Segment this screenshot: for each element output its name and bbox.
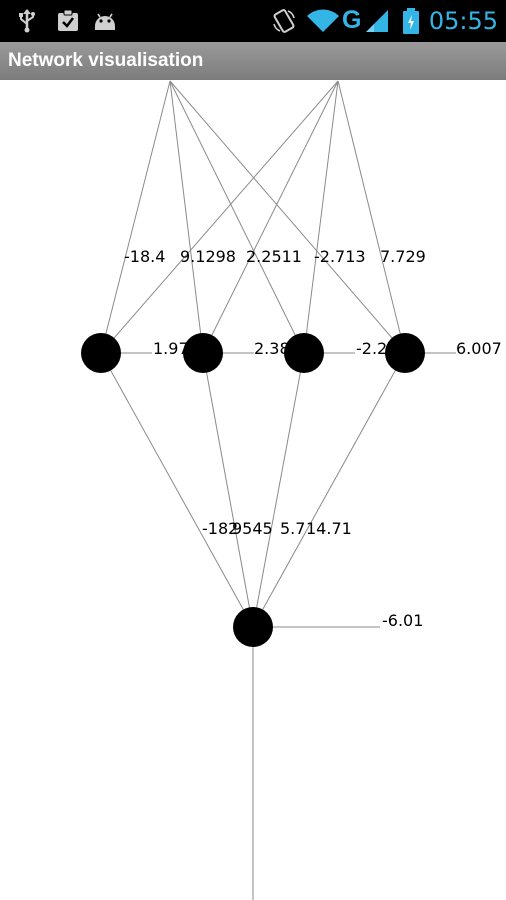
connection-line <box>202 352 254 628</box>
bias-label: 6.007 <box>456 339 502 358</box>
hidden-node <box>183 333 223 373</box>
network-type-label: G <box>342 6 362 34</box>
usb-icon <box>19 9 35 33</box>
title-bar: Network visualisation <box>0 42 506 80</box>
weight-label: 9545 <box>232 519 273 538</box>
input-hidden-connections <box>100 80 406 354</box>
rotation-lock-icon <box>273 9 295 33</box>
bias-label: 2.38 <box>254 339 290 358</box>
battery-icon <box>403 8 419 34</box>
connection-line <box>100 80 339 354</box>
connection-line <box>337 80 406 354</box>
connection-line <box>169 80 204 354</box>
bias-label: 1.97 <box>153 339 189 358</box>
weight-label: 2.2511 <box>246 247 302 266</box>
connection-line <box>169 80 305 354</box>
weight-label: -2.713 <box>314 247 366 266</box>
weight-label: -182 <box>202 519 238 538</box>
hidden-node <box>385 333 425 373</box>
weight-label: 9.1298 <box>180 247 236 266</box>
connection-line <box>169 80 406 354</box>
bias-label: -6.01 <box>382 611 423 630</box>
connection-line <box>202 80 339 354</box>
clock: 05:55 <box>428 7 498 35</box>
android-icon <box>95 13 115 30</box>
weight-label: 14.71 <box>306 519 352 538</box>
output-node <box>233 607 273 647</box>
bias-label: -2.2 <box>356 339 387 358</box>
wifi-icon <box>307 9 339 32</box>
clipboard-check-icon <box>58 9 78 31</box>
hidden-node <box>81 333 121 373</box>
connection-line <box>100 80 171 354</box>
weight-label: 5.7 <box>280 519 305 538</box>
connection-line <box>100 352 254 628</box>
status-bar: G 05:55 <box>0 0 506 42</box>
hidden-node <box>284 333 324 373</box>
network-canvas: -18.4 9.1298 2.2511 -2.713 7.729 -182 95… <box>0 80 506 900</box>
connection-line <box>303 80 339 354</box>
weight-label: -18.4 <box>124 247 165 266</box>
weight-label: 7.729 <box>380 247 426 266</box>
hidden-output-connections <box>100 352 406 628</box>
network-diagram: -18.4 9.1298 2.2511 -2.713 7.729 -182 95… <box>81 80 502 900</box>
connection-line <box>252 352 305 628</box>
page-title: Network visualisation <box>8 50 204 71</box>
connection-line <box>252 352 406 628</box>
signal-icon <box>366 10 388 32</box>
